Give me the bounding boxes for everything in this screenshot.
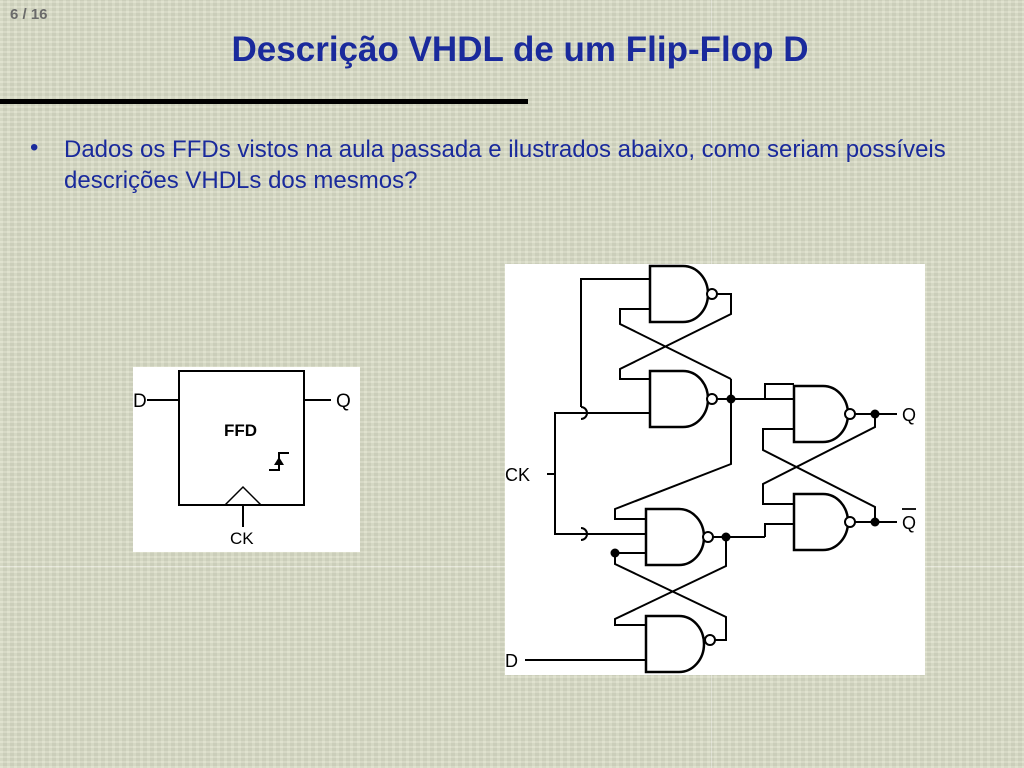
nand-gate-1 (648, 264, 718, 324)
title-underline (0, 99, 528, 104)
nand-gate-4 (644, 614, 716, 674)
nand-gate-svg: CK D Q Q (505, 264, 916, 674)
circuit-d-label: D (505, 651, 518, 671)
ffd-q-label: Q (336, 391, 351, 412)
junction-dots (610, 394, 880, 558)
nand-gate-5 (792, 384, 856, 444)
ffd-d-label: D (133, 391, 147, 412)
ffd-symbol-diagram: D Q FFD CK (133, 367, 360, 552)
circuit-wires (525, 278, 876, 661)
ffd-block-label: FFD (224, 421, 257, 440)
ffd-edge-arrow-icon (274, 457, 284, 465)
nand-gate-diagram: CK D Q Q (505, 264, 925, 675)
nand-gate-3 (644, 507, 714, 567)
ffd-ck-label: CK (230, 529, 254, 548)
nand-gate-6 (792, 492, 856, 552)
nand-gate-2 (648, 369, 718, 429)
circuit-q-label: Q (902, 405, 916, 425)
bullet-marker: • (30, 134, 39, 161)
bullet-text: Dados os FFDs vistos na aula passada e i… (64, 136, 946, 194)
circuit-ck-label: CK (505, 465, 530, 485)
ffd-symbol-svg: D Q FFD CK (133, 370, 351, 548)
ffd-block (178, 370, 305, 506)
slide-title: Descrição VHDL de um Flip-Flop D (231, 30, 809, 69)
circuit-qbar-label: Q (902, 513, 916, 533)
page-number: 6 / 16 (10, 6, 48, 23)
